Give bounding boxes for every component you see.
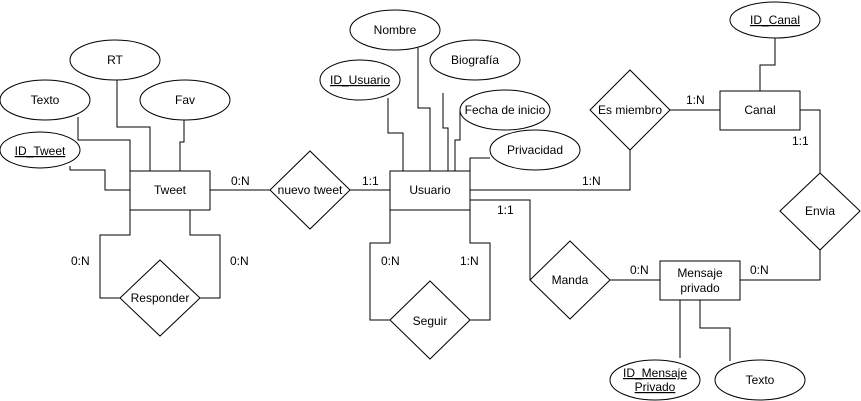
attribute-texto-tweet: Texto [0, 79, 91, 121]
cardinality-responder-right: 0:N [230, 254, 249, 268]
relationship-es-miembro-label: Es miembro [598, 103, 662, 117]
connector-tweet-responder-left [99, 210, 131, 299]
relationship-manda: Manda [529, 240, 611, 320]
connector-usuario-manda [470, 199, 531, 280]
cardinality-seguir-left: 0:N [381, 254, 400, 268]
cardinality-seguir-right: 1:N [460, 254, 479, 268]
entity-canal-label: Canal [744, 103, 775, 117]
attribute-biografia-label: Biografía [451, 53, 499, 67]
connector-idusuario-usuario [387, 98, 404, 171]
connector-rt-tweet [116, 80, 151, 171]
relationship-nuevo-tweet-label: nuevo tweet [278, 183, 343, 197]
attribute-fav-label: Fav [175, 93, 195, 107]
cardinality-labels: 0:N 1:1 1:N 1:N 1:1 0:N 1:1 0:N 0:N 0:N … [71, 93, 809, 277]
relationship-responder: Responder [119, 259, 201, 337]
entity-mensaje-privado: Mensaje privado [659, 260, 741, 301]
attribute-nombre: Nombre [349, 9, 441, 51]
relationship-responder-label: Responder [131, 291, 190, 305]
attribute-privacidad-label: Privacidad [507, 143, 563, 157]
cardinality-envia-mensaje: 0:N [750, 263, 769, 277]
attribute-fecha-inicio-label: Fecha de inicio [465, 103, 546, 117]
connector-fecha-usuario [454, 110, 461, 171]
entity-tweet-label: Tweet [154, 183, 187, 197]
entity-mensaje-privado-label-2: privado [680, 281, 720, 295]
attribute-id-tweet-label: ID_Tweet [15, 144, 66, 158]
relationship-nuevo-tweet: nuevo tweet [269, 150, 351, 230]
connector-tweet-responder-right [189, 210, 221, 299]
attribute-fecha-inicio: Fecha de inicio [459, 89, 551, 131]
connector-canal-envia [800, 109, 821, 173]
relationship-seguir-label: Seguir [413, 314, 448, 328]
entity-tweet: Tweet [129, 170, 211, 211]
connector-texto-tweet [77, 117, 131, 171]
cardinality-tweet-nuevo: 0:N [231, 174, 250, 188]
relationship-envia: Envia [779, 172, 861, 251]
cardinality-responder-left: 0:N [71, 254, 90, 268]
connector-fav-tweet [179, 117, 185, 171]
connector-usuario-seguir-left [369, 210, 391, 321]
attribute-id-canal: ID_Canal [729, 1, 821, 39]
connector-idtweet-tweet [69, 166, 130, 191]
attribute-texto-mensaje: Texto [714, 359, 806, 401]
connector-idcanal-canal [759, 37, 776, 91]
cardinality-miembro-canal: 1:N [686, 93, 705, 107]
attribute-id-usuario: ID_Usuario [319, 59, 401, 101]
attribute-id-tweet: ID_Tweet [0, 131, 81, 169]
entity-mensaje-privado-label-1: Mensaje [677, 266, 723, 280]
cardinality-usuario-miembro: 1:N [582, 174, 601, 188]
attribute-rt: RT [69, 39, 161, 81]
cardinality-manda-mensaje: 0:N [630, 263, 649, 277]
attribute-id-canal-label: ID_Canal [750, 13, 800, 27]
attribute-privacidad: Privacidad [489, 129, 581, 171]
attribute-texto-tweet-label: Texto [31, 93, 60, 107]
attribute-id-usuario-label: ID_Usuario [330, 73, 390, 87]
attribute-texto-mensaje-label: Texto [746, 373, 775, 387]
cardinality-canal-envia: 1:1 [792, 134, 809, 148]
attribute-rt-label: RT [107, 53, 123, 67]
attribute-biografia: Biografía [429, 39, 521, 81]
relationship-envia-label: Envia [805, 204, 835, 218]
connector-biografia-usuario [442, 93, 449, 171]
entity-usuario-label: Usuario [409, 183, 451, 197]
connector-privacidad-usuario [465, 157, 490, 172]
attribute-fav: Fav [139, 79, 231, 121]
entity-usuario: Usuario [389, 170, 471, 211]
cardinality-nuevo-usuario: 1:1 [362, 174, 379, 188]
connectors [69, 37, 821, 361]
cardinality-usuario-manda: 1:1 [497, 203, 514, 217]
attribute-id-mensaje-privado: ID_Mensaje Privado [609, 359, 701, 401]
connector-mensaje-texto [699, 300, 731, 361]
attribute-nombre-label: Nombre [374, 23, 417, 37]
relationship-manda-label: Manda [552, 273, 589, 287]
relationship-seguir: Seguir [389, 280, 471, 360]
entity-canal: Canal [719, 90, 801, 131]
connector-nombre-usuario [417, 48, 431, 171]
connector-usuario-seguir-right [469, 210, 491, 321]
relationship-es-miembro: Es miembro [589, 69, 671, 151]
connector-envia-mensaje [740, 250, 821, 281]
connector-usuario-esmiembro [470, 150, 631, 191]
attribute-id-mensaje-label-2: Privado [635, 380, 676, 394]
attribute-id-mensaje-label-1: ID_Mensaje [623, 366, 687, 380]
